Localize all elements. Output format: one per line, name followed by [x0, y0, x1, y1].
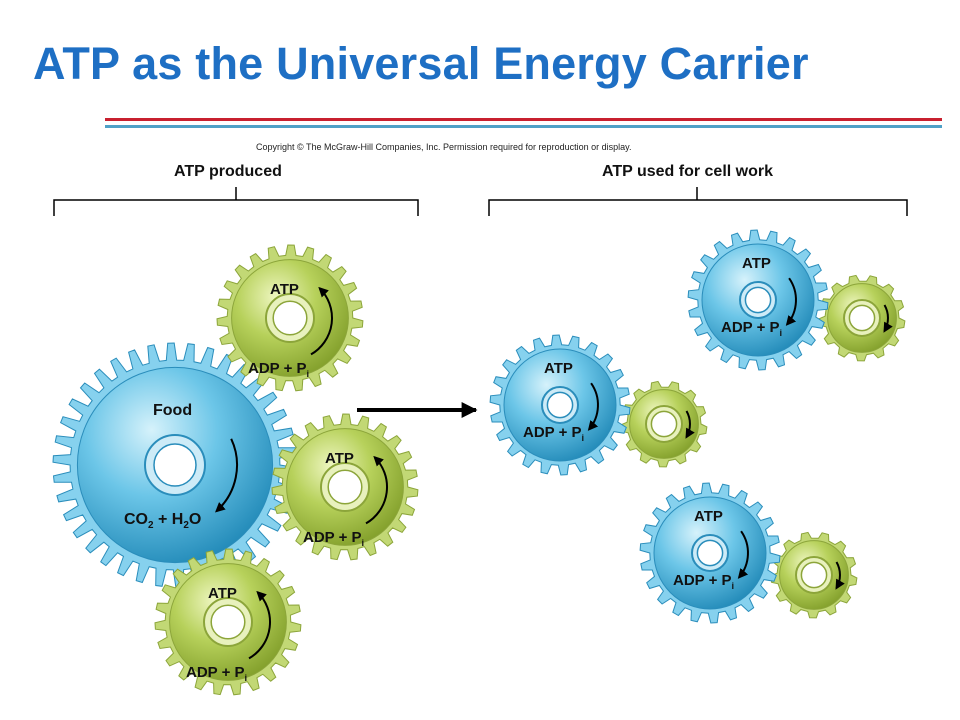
atp-used-header: ATP used for cell work [602, 163, 774, 180]
work-gear-middle-arrow [587, 382, 599, 431]
green-gear-top-adp-label: ADP + Pi [248, 360, 309, 379]
work-gear-top-small [818, 274, 906, 362]
food-label: Food [153, 402, 192, 419]
green-gear-middle-atp-label: ATP [325, 450, 354, 467]
work-gear-bottom-adp-label: ADP + Pi [673, 572, 734, 591]
work-gear-middle-small [620, 380, 708, 468]
work-gear-bottom-small [770, 531, 858, 619]
work-gear-middle-adp-label: ADP + Pi [523, 424, 584, 443]
food-arrow [215, 438, 238, 513]
co2-h2o-label: CO2 + H2O [124, 511, 201, 531]
work-gear-top-arrow [785, 277, 797, 326]
title-rule-red [105, 118, 942, 121]
work-gear-middle-atp-label: ATP [544, 360, 573, 377]
green-gear-top-arrow [310, 286, 333, 356]
work-gear-top-atp-label: ATP [742, 255, 771, 272]
green-gear-bottom-arrow [248, 590, 271, 660]
work-gear-bottom-atp-label: ATP [694, 508, 723, 525]
work-gear-top [687, 229, 829, 371]
work-gear-top-small-arrow [883, 304, 893, 333]
green-gear-middle-arrow [365, 455, 388, 525]
title-rule-blue [105, 125, 942, 128]
green-gear-middle-adp-label: ADP + Pi [303, 529, 364, 548]
atp-produced-header: ATP produced [174, 163, 282, 180]
copyright-notice: Copyright © The McGraw-Hill Companies, I… [256, 142, 632, 152]
slide-title: ATP as the Universal Energy Carrier [33, 38, 809, 89]
bracket-used [488, 187, 908, 216]
food-gear [52, 342, 298, 588]
green-gear-bottom-atp-label: ATP [208, 585, 237, 602]
work-gear-bottom-small-arrow [835, 561, 845, 590]
work-gear-bottom [639, 482, 781, 624]
green-gear-top-atp-label: ATP [270, 281, 299, 298]
bracket-produced [53, 187, 419, 216]
work-gear-bottom-arrow [737, 530, 749, 579]
work-gear-top-adp-label: ADP + Pi [721, 319, 782, 338]
work-gear-middle [489, 334, 631, 476]
work-gear-middle-small-arrow [685, 410, 695, 439]
green-gear-bottom-adp-label: ADP + Pi [186, 664, 247, 683]
